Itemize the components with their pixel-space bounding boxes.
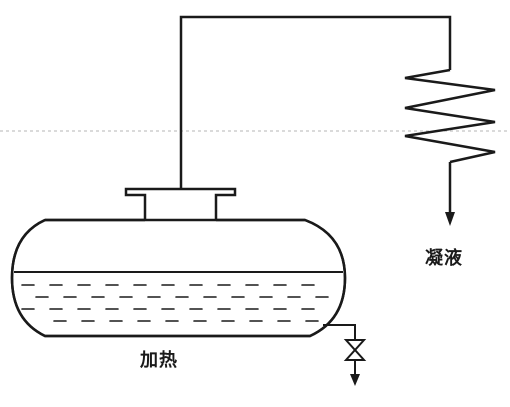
vapor-pipe [179,15,452,189]
drain-valve-icon [343,339,367,352]
condenser-coil [404,68,496,164]
drain-arrow-icon [350,374,360,386]
tank-body [10,218,347,338]
drain-pipe [323,324,356,340]
condensate-label: 凝液 [425,248,463,269]
condensate-arrow-icon [445,212,455,226]
tank-nozzle [124,187,237,220]
heating-label: 加热 [140,350,178,371]
drain-valve-icon-lower [343,348,367,361]
tank-outline [10,218,347,338]
liquid-hatching [21,284,329,322]
